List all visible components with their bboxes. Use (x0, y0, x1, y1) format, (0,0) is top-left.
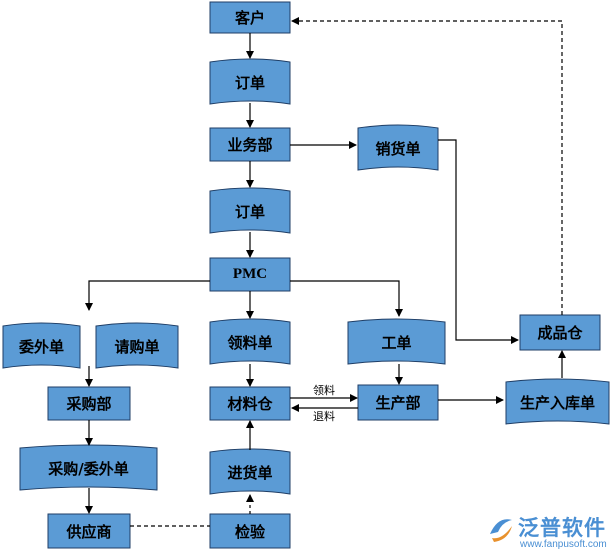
sales-dept-node: 业务部 (227, 136, 273, 154)
outsource-slip-doc (2, 322, 81, 369)
production-dept-node: 生产部 (375, 394, 421, 412)
goods-receipt-doc (209, 448, 291, 495)
production-receipt-node: 生产入库单 (519, 393, 595, 412)
purchase-request-doc (95, 322, 179, 369)
order-1-doc (209, 58, 291, 105)
logo-name: 泛普软件 (518, 516, 606, 540)
logo-mark-icon (490, 519, 512, 542)
finished-warehouse-box (519, 314, 601, 351)
sales-slip-node: 销货单 (375, 139, 421, 158)
pmc-box (209, 257, 291, 292)
edge-pmc-left-branch (85, 280, 210, 311)
connectors (85, 17, 566, 527)
purchase-request-node: 请购单 (114, 337, 160, 356)
material-request-doc (209, 318, 291, 365)
order-2-doc (209, 187, 291, 234)
edge-salesslip-finished (438, 139, 519, 344)
sales-dept-box (209, 127, 291, 162)
pmc-node: PMC (232, 266, 268, 282)
edge-pmc-work-order (290, 280, 403, 317)
purchasing-dept-node: 采购部 (66, 395, 112, 413)
logo-url: www.fanpusoft.com (520, 539, 607, 550)
sales-slip-doc (357, 124, 439, 171)
inspection-box (209, 513, 291, 549)
edge-finished-customer (291, 17, 563, 315)
purchase-outsource-doc (19, 444, 158, 491)
material-warehouse-box (209, 386, 291, 421)
material-warehouse-node: 材料仓 (227, 395, 273, 413)
outsource-slip-node: 委外单 (18, 337, 64, 356)
supplier-node: 供应商 (66, 522, 112, 541)
pick-material-label: 领料 (313, 383, 335, 397)
customer-box (209, 1, 291, 34)
supplier-box (47, 513, 131, 549)
work-order-doc (347, 318, 446, 365)
material-request-node: 领料单 (227, 333, 273, 352)
production-receipt-doc (505, 378, 610, 425)
order-2-node: 订单 (234, 202, 265, 221)
goods-receipt-node: 进货单 (227, 463, 273, 482)
production-dept-box (357, 384, 439, 421)
node-shapes (2, 1, 610, 549)
return-material-label: 退料 (313, 409, 335, 423)
work-order-node: 工单 (381, 333, 412, 352)
brand-logo: 泛普软件 www.fanpusoft.com (486, 514, 612, 554)
inspection-node: 检验 (234, 522, 265, 541)
order-1-node: 订单 (234, 73, 265, 92)
customer-node: 客户 (234, 9, 265, 27)
purchase-outsource-order-node: 采购/委外单 (48, 459, 129, 478)
finished-warehouse-node: 成品仓 (537, 324, 583, 342)
